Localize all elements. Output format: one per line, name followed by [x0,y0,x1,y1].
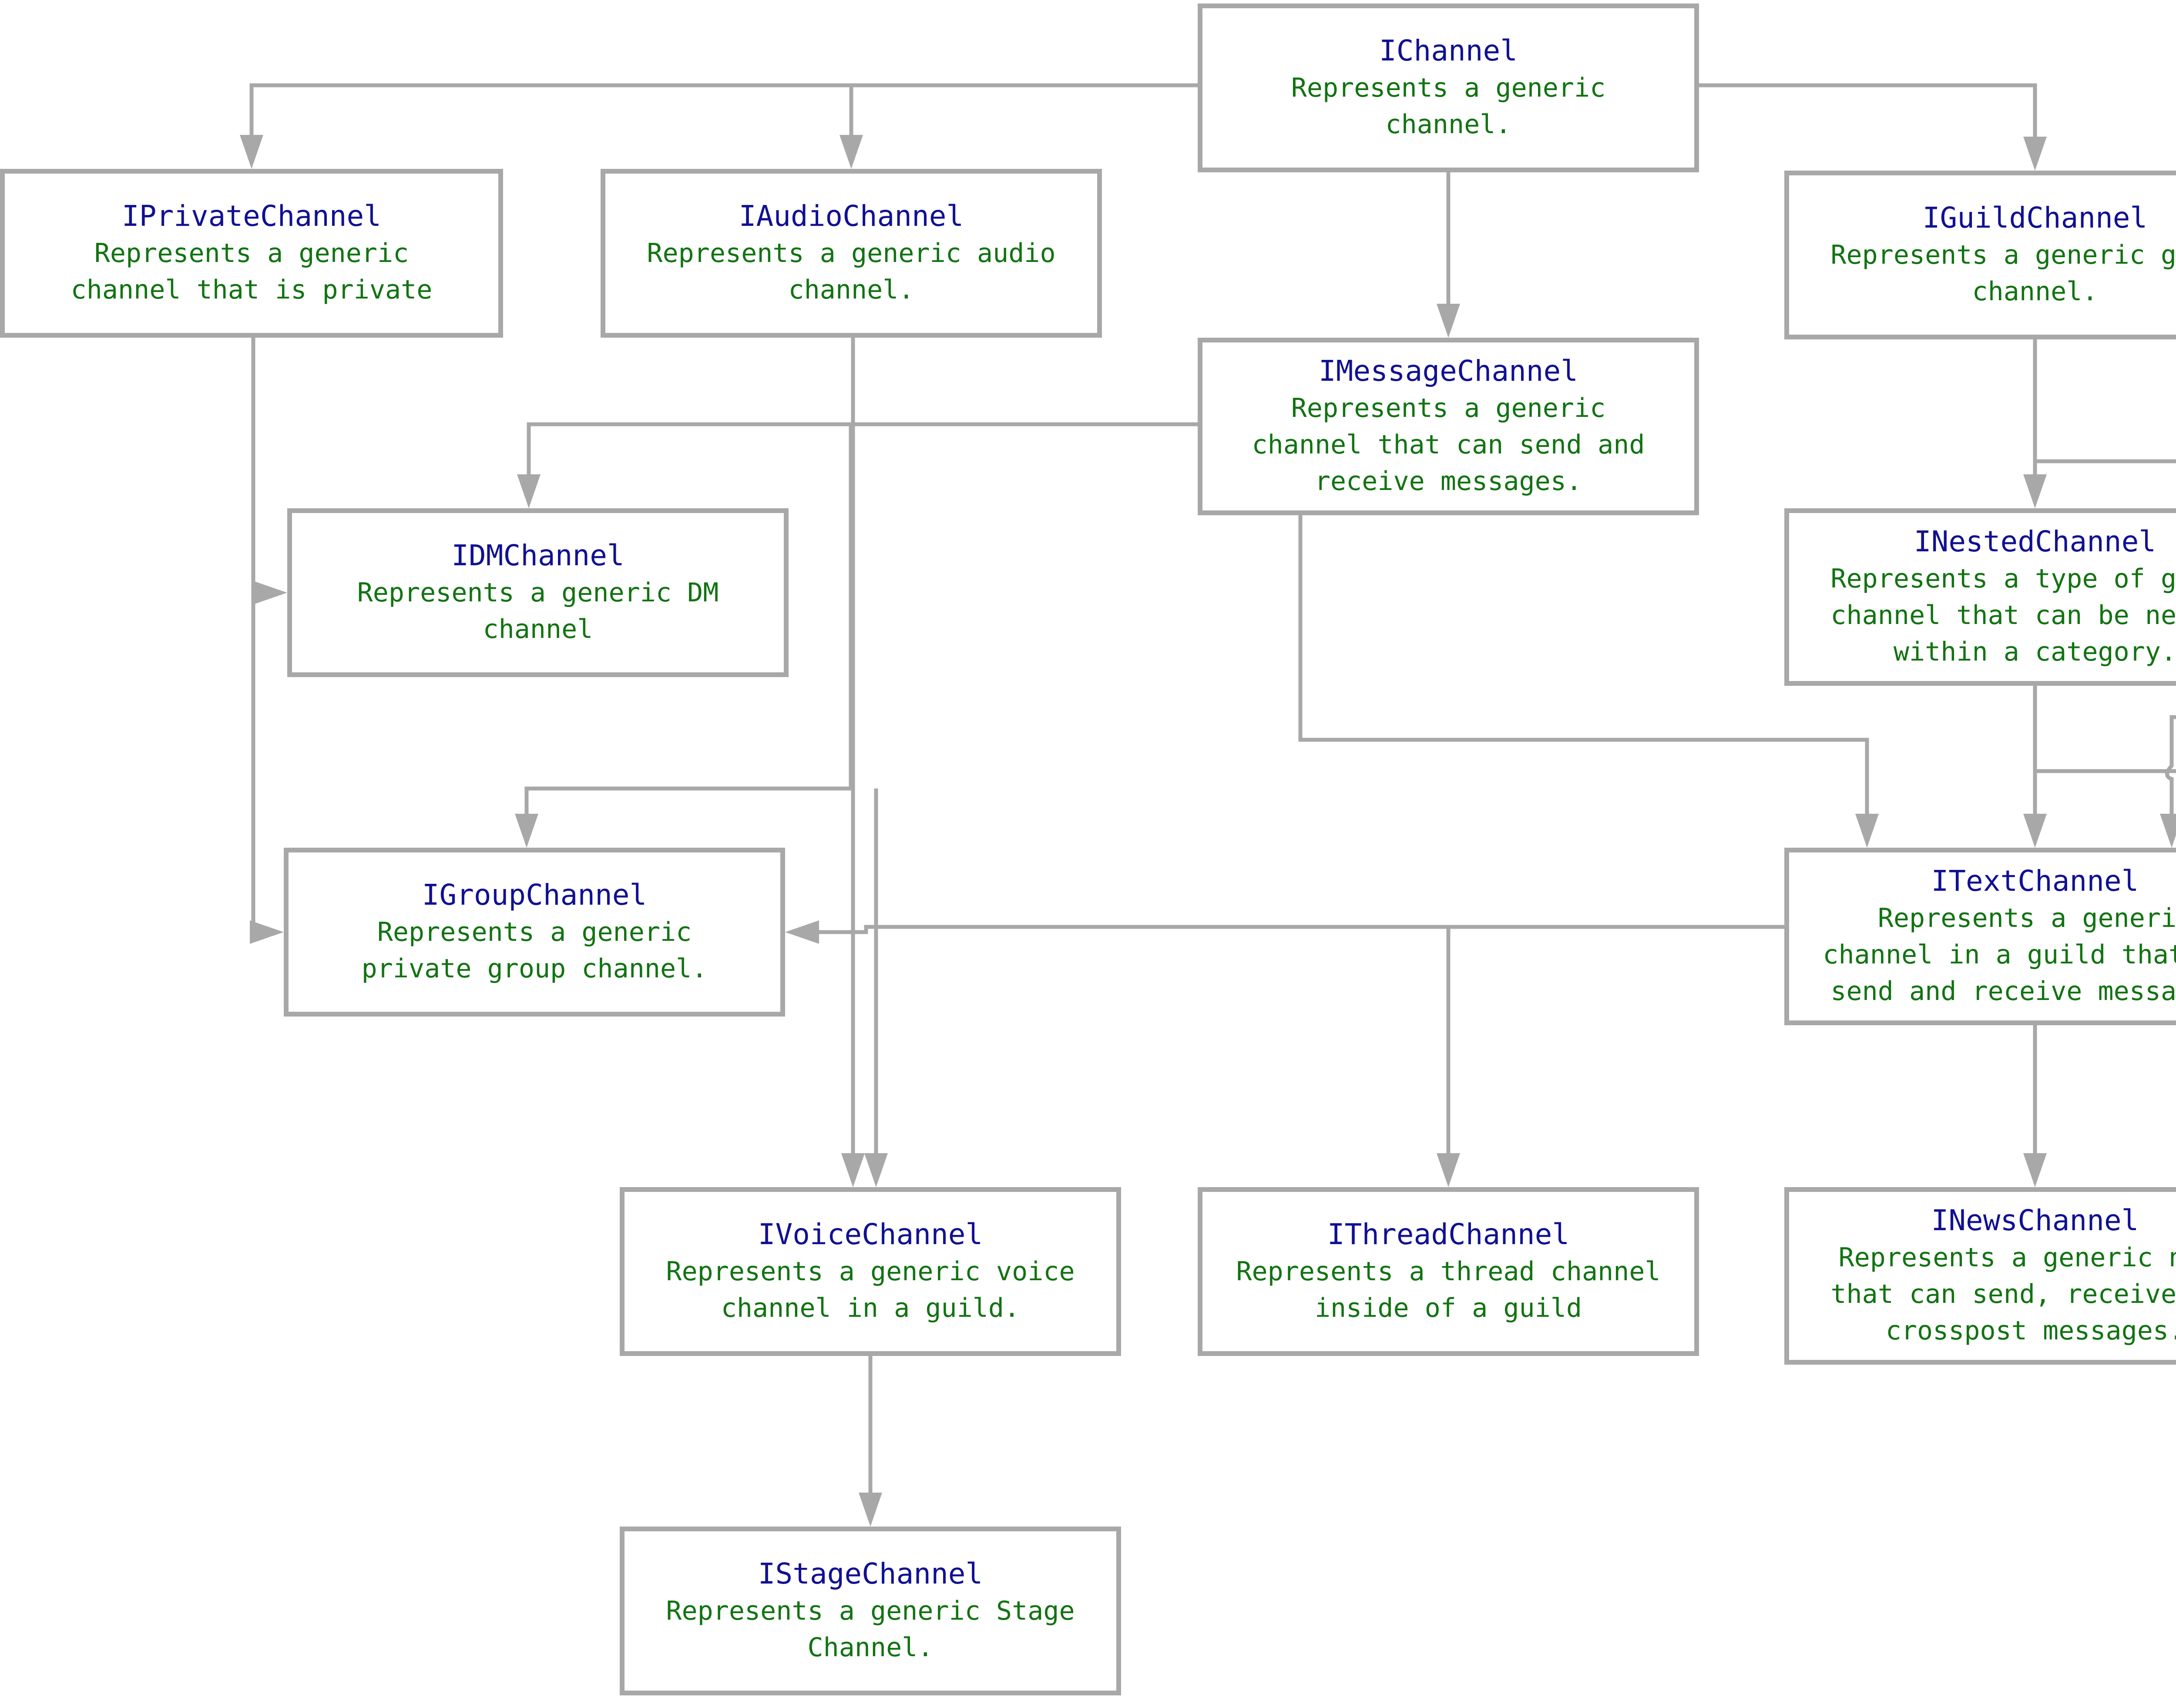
node-description: Represents a generic channel that can se… [1252,393,1645,497]
edge-e17 [2165,715,2176,814]
arrowhead-e23 [859,1493,882,1527]
node-description: Represents a generic news that can send,… [1830,1242,2176,1346]
arrowhead-e1 [240,135,263,169]
node-title: IGroupChannel [422,878,647,912]
edge-e20 [866,925,1451,1153]
node-title: IThreadChannel [1327,1218,1570,1252]
arrowhead-e9 [250,920,284,944]
edge-e4 [1699,83,2037,137]
arrowhead-e17 [2160,814,2176,848]
node-description: Represents a generic private group chann… [361,916,708,984]
node-description: Represents a generic Stage Channel. [666,1595,1075,1663]
edge-e2 [849,83,1198,135]
arrowhead-e4 [2023,137,2047,171]
node-title: INewsChannel [1931,1204,2139,1238]
edge-e10 [527,422,1198,474]
node-title: IMessageChannel [1318,354,1578,388]
arrowhead-e6 [2023,474,2047,508]
edge-e9 [250,338,255,934]
node-title: IVoiceChannel [758,1218,983,1252]
arrowhead-e13 [864,1153,888,1187]
edge-e1 [249,83,1198,135]
arrowhead-e2 [840,135,863,169]
arrowhead-e3 [1437,304,1460,338]
node-description: Represents a generic audio channel. [647,238,1056,305]
arrowhead-e19 [785,920,819,944]
arrowhead-e21 [2023,1153,2047,1187]
node-title: IDMChannel [451,539,625,573]
arrowhead-e15 [2023,814,2047,848]
arrowhead-e11 [515,814,538,848]
edge-e7 [2033,339,2176,463]
node-description: Represents a generic channel that is pri… [71,238,433,305]
edge-e19 [819,925,1784,934]
node-description: Represents a generic voice channel in a … [666,1256,1075,1323]
node-title: IStageChannel [758,1557,983,1591]
edge-e16 [2033,686,2176,773]
edge-e12 [1298,515,1869,814]
arrowhead-e8 [253,581,287,604]
arrowhead-e12 [1855,814,1879,848]
node-description: Represents a generic DM channel [357,577,719,644]
node-title: IChannel [1379,34,1518,68]
node-title: IAudioChannel [739,199,964,233]
node-title: IPrivateChannel [121,199,382,233]
node-description: Represents a generic channel. [1291,72,1606,140]
arrowhead-e14 [841,1153,865,1187]
node-title: ITextChannel [1931,864,2139,898]
node-description: Represents a thread channel inside of a … [1236,1256,1661,1323]
node-title: INestedChannel [1914,525,2156,559]
arrowhead-e10 [517,474,541,508]
node-title: IGuildChannel [1922,201,2148,235]
node-description: Represents a generic channel in a guild … [1823,903,2176,1007]
node-description: Represents a type of guild channel that … [1830,563,2176,667]
arrowhead-e20 [1437,1153,1460,1187]
node-description: Represents a generic guild channel. [1830,239,2176,307]
